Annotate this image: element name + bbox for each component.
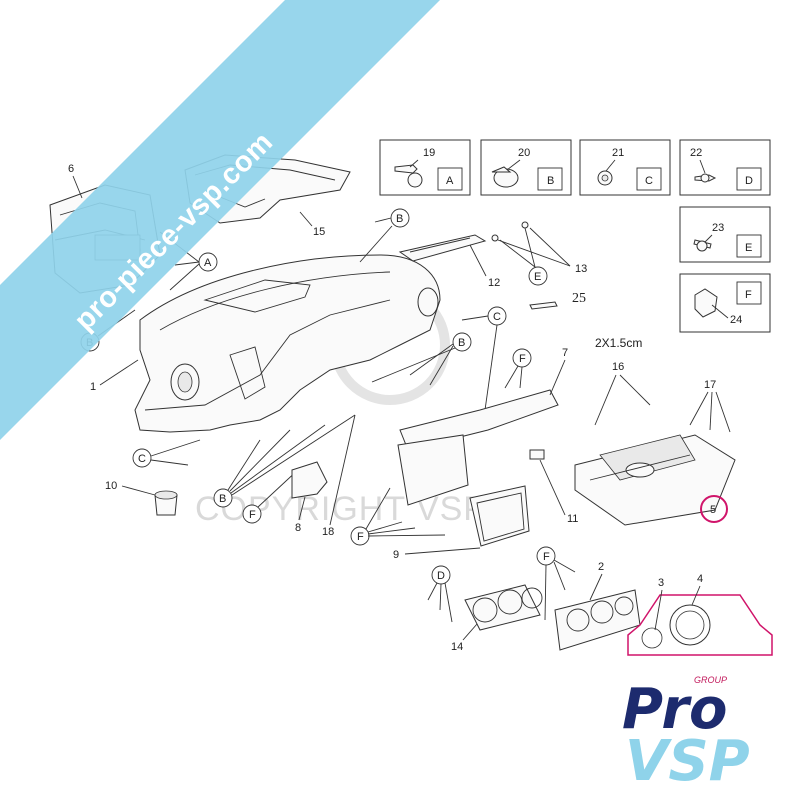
svg-text:9: 9 [393,549,399,561]
callout-b-bottom: B [213,414,356,508]
reference-box-21: 21 C [579,139,671,196]
svg-text:C: C [645,175,653,187]
svg-text:E: E [745,242,752,254]
svg-text:F: F [543,551,550,563]
logo-pro-text: Pro [622,677,727,742]
callout-c-right: C [461,306,507,411]
part-3-4-car-outline: 3 4 [627,573,773,656]
svg-text:17: 17 [704,379,716,391]
svg-text:E: E [534,271,541,283]
svg-text:B: B [219,493,226,505]
svg-text:D: D [437,570,445,582]
svg-text:A: A [446,175,454,187]
svg-text:14: 14 [451,641,463,653]
svg-text:C: C [138,453,146,465]
callout-f-bottom: F [350,487,446,546]
part-18-label: 18 [322,414,356,538]
svg-text:8: 8 [295,522,301,534]
reference-box-19: 19 A [379,139,471,196]
part-5-highlight-circle [700,495,728,523]
svg-text:15: 15 [313,226,325,238]
svg-text:12: 12 [488,277,500,289]
callout-b-mid: B [371,332,472,386]
svg-text:B: B [458,337,465,349]
svg-text:D: D [745,175,753,187]
svg-text:F: F [745,289,752,301]
svg-text:19: 19 [423,147,435,159]
svg-text:24: 24 [730,314,742,326]
svg-text:A: A [204,257,212,269]
svg-text:18: 18 [322,526,334,538]
callout-f-right: F [536,546,576,621]
logo-vsp-text: VSP [625,729,750,794]
svg-text:10: 10 [105,480,117,492]
part-8-cover: 8 [291,461,328,534]
callout-b-top: B [359,208,410,263]
svg-text:5: 5 [710,504,716,516]
svg-text:B: B [396,213,403,225]
reference-box-20: 20 B [480,139,572,196]
svg-text:11: 11 [567,513,578,525]
part-11-latch: 11 [529,449,578,525]
part-1-dashboard: 1 [90,254,441,433]
part-5-glovebox: 16 17 5 [574,361,736,526]
svg-text:2X1.5cm: 2X1.5cm [595,336,642,350]
reference-box-24: F 24 [679,273,771,333]
part-13-clips: 13 E [491,221,587,286]
part-25-clip: 25 [529,291,586,310]
svg-text:C: C [493,311,501,323]
reference-box-22: 22 D [679,139,771,196]
svg-text:22: 22 [690,147,702,159]
svg-text:20: 20 [518,147,530,159]
callout-f-mid: F [504,348,532,389]
svg-text:6: 6 [68,163,74,175]
svg-text:F: F [519,353,526,365]
svg-text:F: F [249,509,256,521]
svg-text:23: 23 [712,222,724,234]
provsp-logo: GROUP Pro VSP [622,675,750,794]
part-9-panel: 9 [393,434,530,561]
part-12-vent: 12 [398,234,500,289]
svg-text:7: 7 [562,347,568,359]
svg-text:1: 1 [90,381,96,393]
part-2-cluster-bezel: 2 [554,561,641,651]
part-14-cluster: 14 [451,584,543,653]
part-10-cup: 10 [105,480,178,516]
callout-d: D [427,565,453,623]
copyright-text: COPYRIGHT VSP [195,490,487,528]
svg-text:F: F [357,531,364,543]
reference-box-23: 23 E [679,206,771,263]
svg-text:16: 16 [612,361,624,373]
svg-text:2: 2 [598,561,604,573]
logo-group-tag: GROUP [694,675,727,685]
svg-text:21: 21 [612,147,624,159]
part-7-trim: 7 [399,347,568,451]
spec-note: 2X1.5cm [595,336,642,350]
svg-text:B: B [547,175,554,187]
svg-text:4: 4 [697,573,703,585]
callout-c-left: C [132,439,201,468]
svg-text:13: 13 [575,263,587,275]
svg-text:3: 3 [658,577,664,589]
svg-text:25: 25 [572,291,586,306]
